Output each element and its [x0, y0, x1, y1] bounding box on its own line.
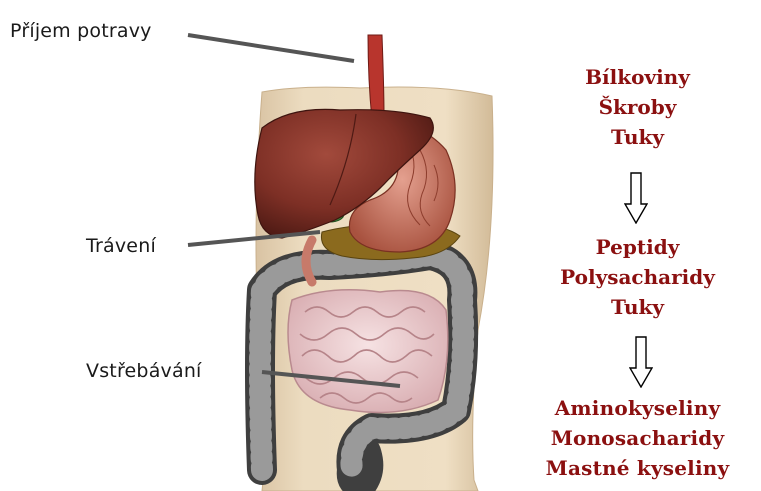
- stage-item: Polysacharidy: [535, 262, 740, 292]
- down-arrow-icon: [624, 172, 648, 224]
- stage-nutrients: Bílkoviny Škroby Tuky: [535, 62, 740, 152]
- label-absorption: Vstřebávání: [86, 360, 202, 382]
- stage-item: Mastné kyseliny: [535, 453, 740, 483]
- stage-end-products: Aminokyseliny Monosacharidy Mastné kysel…: [535, 393, 740, 483]
- label-food-intake: Příjem potravy: [10, 20, 152, 42]
- stage-item: Aminokyseliny: [535, 393, 740, 423]
- label-digestion: Trávení: [86, 235, 156, 257]
- esophagus-shape: [368, 35, 384, 120]
- stage-item: Bílkoviny: [535, 62, 740, 92]
- stage-item: Tuky: [535, 292, 740, 322]
- stage-item: Peptidy: [535, 232, 740, 262]
- intake-leader-line: [188, 35, 354, 61]
- stage-item: Škroby: [535, 92, 740, 122]
- down-arrow-icon: [629, 336, 653, 388]
- stage-item: Monosacharidy: [535, 423, 740, 453]
- stage-item: Tuky: [535, 122, 740, 152]
- stage-intermediates: Peptidy Polysacharidy Tuky: [535, 232, 740, 322]
